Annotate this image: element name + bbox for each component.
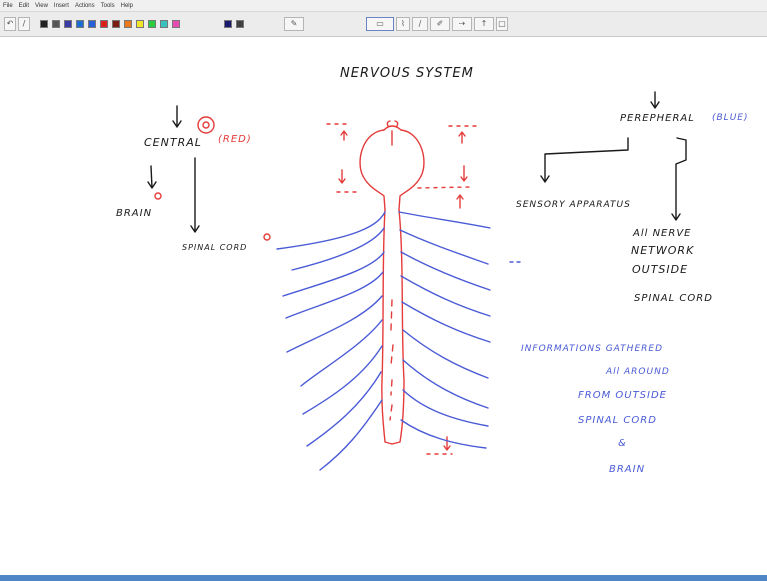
info-text-line1: INFORMATIONS GATHERED: [521, 344, 663, 354]
central-color-note: (RED): [218, 134, 252, 145]
nerve-text-line2: NETWORK: [631, 244, 694, 257]
nerve-text-line3: OUTSIDE: [632, 263, 688, 276]
sensory-apparatus-label: SENSORY APPARATUS: [516, 200, 631, 210]
info-text-line6: BRAIN: [609, 464, 645, 475]
info-text-line2: All AROUND: [606, 367, 670, 377]
central-arrows: [148, 106, 199, 232]
nerve-text-line4: SPINAL CORD: [634, 293, 713, 304]
info-text-line5: &: [618, 438, 627, 449]
peripheral-color-note: (BLUE): [712, 113, 749, 123]
spinal-cord-label-left: SPINAL CORD: [182, 243, 247, 252]
blue-nerves: [277, 212, 522, 470]
nerve-text-line1: All NERVE: [633, 228, 691, 239]
slide-title: NERVOUS SYSTEM: [340, 66, 474, 81]
peripheral-label: PEREPHERAL: [620, 113, 695, 124]
info-text-line4: SPINAL CORD: [578, 415, 657, 426]
info-text-line3: FROM OUTSIDE: [578, 390, 667, 401]
taskbar-strip: [0, 575, 767, 581]
brain-label: BRAIN: [116, 208, 152, 219]
central-label: CENTRAL: [144, 136, 202, 149]
